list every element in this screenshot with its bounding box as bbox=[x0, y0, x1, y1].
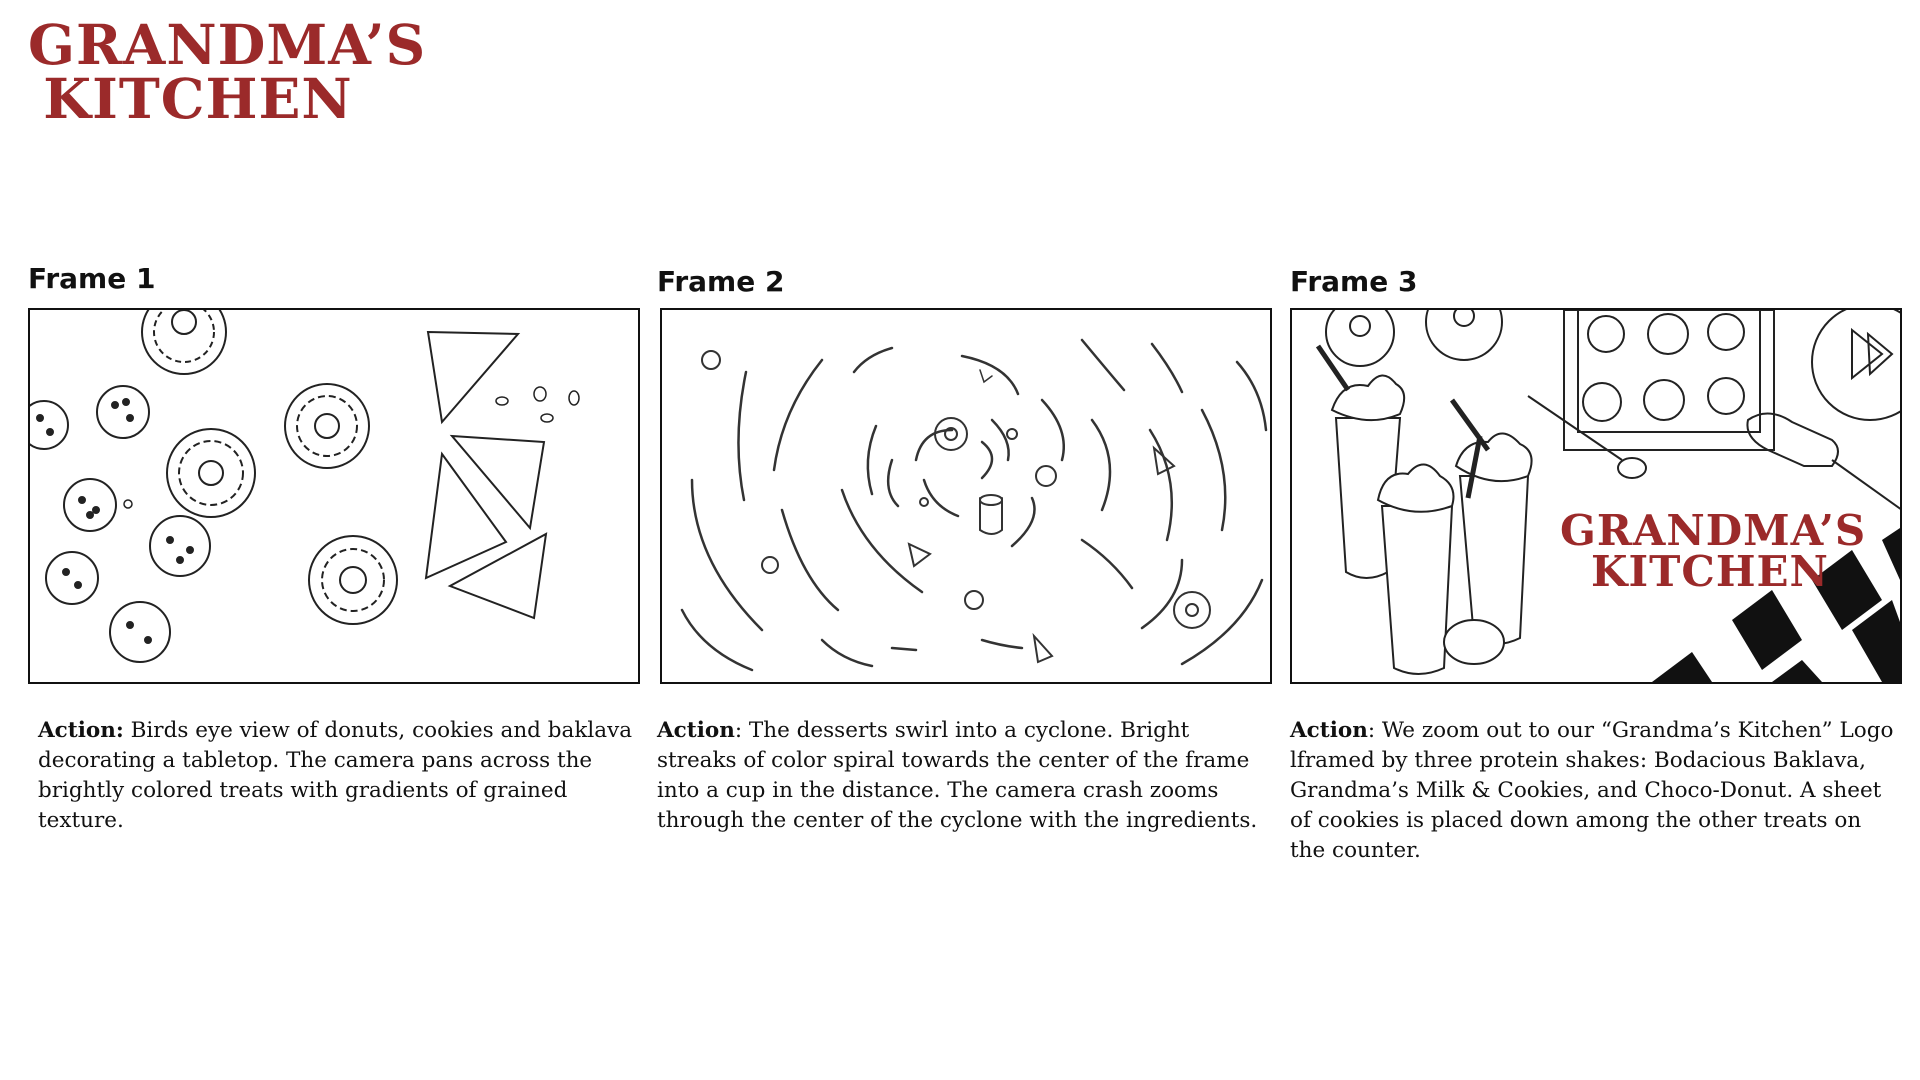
spoon-sketch bbox=[1527, 395, 1623, 461]
cookie-sheet bbox=[1577, 310, 1761, 433]
baklava-sketch bbox=[447, 532, 548, 620]
donut-sketch bbox=[284, 383, 370, 469]
panel-logo-line1: GRANDMA’S bbox=[1560, 506, 1867, 555]
shake-cup-sketch bbox=[1376, 435, 1483, 675]
cookie-sketch bbox=[109, 601, 171, 663]
frame-2-caption: Action: The desserts swirl into a cyclon… bbox=[657, 716, 1269, 836]
action-text: Birds eye view of donuts, cookies and ba… bbox=[38, 718, 633, 833]
donut-sketch bbox=[1325, 310, 1395, 367]
frame-3-sketch: GRANDMA’S KITCHEN bbox=[1290, 308, 1902, 684]
panel-brand-logo: GRANDMA’S KITCHEN bbox=[1560, 506, 1867, 597]
action-label: Action bbox=[1290, 718, 1368, 743]
cookie-sketch bbox=[149, 515, 211, 577]
cup-sketch bbox=[979, 494, 1003, 535]
action-label: Action bbox=[657, 718, 735, 743]
cookie-sketch bbox=[1582, 313, 1745, 422]
shake-cup-sketch bbox=[1449, 398, 1533, 645]
swirl-objects bbox=[701, 350, 1211, 664]
baklava-sketch bbox=[426, 330, 521, 425]
baklava-sketch bbox=[449, 434, 546, 531]
brand-logo-line1: GRANDMA’S bbox=[28, 12, 427, 77]
donut-sketch bbox=[308, 535, 398, 625]
action-text: : We zoom out to our “Grandma’s Kitchen”… bbox=[1290, 718, 1894, 863]
cookie-sketch bbox=[1443, 619, 1505, 665]
frame-1-sketch bbox=[28, 308, 640, 684]
cookie-sketch bbox=[96, 385, 150, 439]
cookie-sketch bbox=[30, 400, 69, 450]
action-label: Action: bbox=[38, 718, 124, 743]
baklava-sketch bbox=[424, 451, 508, 580]
frame-1-label: Frame 1 bbox=[28, 262, 156, 295]
panel-logo-line2: KITCHEN bbox=[1591, 547, 1829, 597]
frame-2-sketch bbox=[660, 308, 1272, 684]
frame-3-label: Frame 3 bbox=[1290, 265, 1418, 298]
frame-2-label: Frame 2 bbox=[657, 265, 785, 298]
donut-sketch bbox=[141, 310, 227, 375]
checkered-cloth bbox=[1652, 528, 1900, 682]
cookie-sketch bbox=[45, 551, 99, 605]
frame-3-caption: Action: We zoom out to our “Grandma’s Ki… bbox=[1290, 716, 1902, 866]
oven-mitt-sketch bbox=[1746, 412, 1839, 467]
donut-sketch bbox=[1425, 310, 1503, 361]
swirl-streaks bbox=[680, 338, 1268, 672]
donut-sketch bbox=[1811, 310, 1900, 421]
frame-1-caption: Action: Birds eye view of donuts, cookie… bbox=[38, 716, 648, 836]
donut-sketch bbox=[166, 428, 256, 518]
brand-logo: GRANDMA’S KITCHEN bbox=[28, 12, 427, 131]
brand-logo-line2: KITCHEN bbox=[43, 65, 353, 131]
cookie-sketch bbox=[63, 478, 117, 532]
action-text: : The desserts swirl into a cyclone. Bri… bbox=[657, 718, 1258, 833]
